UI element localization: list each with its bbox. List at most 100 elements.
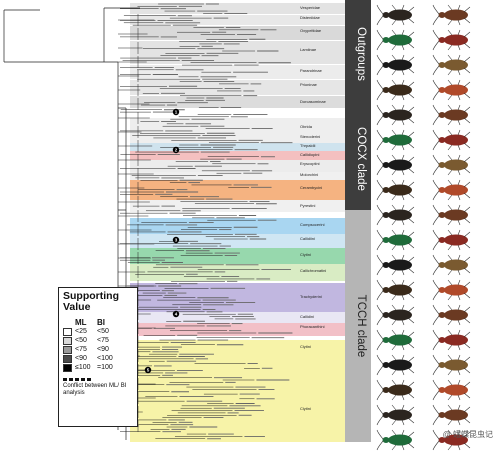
subfamily-label: Vesperidae bbox=[300, 5, 321, 10]
clade-box bbox=[130, 234, 362, 248]
beetle-icon bbox=[376, 29, 415, 51]
beetle-photo bbox=[376, 179, 416, 201]
clade-box bbox=[130, 96, 362, 108]
beetle-icon bbox=[432, 229, 471, 251]
legend-bi-value: <50 bbox=[97, 328, 109, 335]
beetle-icon bbox=[432, 179, 471, 201]
clade-bar-outgroups bbox=[345, 0, 371, 108]
subfamily-label: Thrpaldii bbox=[300, 143, 315, 148]
beetle-icon bbox=[376, 429, 415, 451]
subfamily-label: Phoracanthini bbox=[300, 324, 325, 329]
beetle-icon bbox=[376, 279, 415, 301]
beetle-photo bbox=[432, 29, 472, 51]
subfamily-label: Callidini bbox=[300, 314, 314, 319]
clade-box bbox=[130, 180, 362, 200]
clade-box bbox=[130, 80, 362, 95]
beetle-photo bbox=[432, 179, 472, 201]
beetle-icon bbox=[376, 304, 415, 326]
clade-box bbox=[130, 143, 362, 151]
beetle-photo bbox=[376, 79, 416, 101]
subfamily-label: Molorchini bbox=[300, 172, 318, 177]
beetle-icon bbox=[432, 79, 471, 101]
beetle-icon bbox=[432, 254, 471, 276]
legend-row: ≤100=100 bbox=[63, 363, 133, 372]
beetle-icon bbox=[432, 354, 471, 376]
beetle-icon bbox=[432, 129, 471, 151]
node-marker-3 bbox=[172, 236, 180, 244]
node-marker-1 bbox=[172, 108, 180, 116]
legend-row: <90<100 bbox=[63, 354, 133, 363]
legend-swatch bbox=[63, 327, 72, 336]
beetle-icon bbox=[376, 154, 415, 176]
beetle-icon bbox=[376, 379, 415, 401]
beetle-icon bbox=[432, 329, 471, 351]
subfamily-label: Compsocerini bbox=[300, 222, 325, 227]
legend-ml-value: <75 bbox=[75, 346, 87, 353]
clade-box bbox=[130, 312, 362, 323]
beetle-photo bbox=[376, 29, 416, 51]
clade-box bbox=[130, 200, 362, 212]
beetle-icon bbox=[432, 154, 471, 176]
clade-box bbox=[130, 3, 362, 14]
node-number: 3 bbox=[175, 238, 178, 243]
beetle-icon bbox=[376, 129, 415, 151]
subfamily-label: Pyrestini bbox=[300, 203, 315, 208]
subfamily-label: Cerambycini bbox=[300, 185, 322, 190]
beetle-icon bbox=[432, 4, 471, 26]
beetle-icon bbox=[432, 379, 471, 401]
beetle-icon bbox=[376, 229, 415, 251]
subfamily-label: Trachyderini bbox=[300, 294, 322, 299]
beetle-photo bbox=[432, 379, 472, 401]
subfamily-label: Eryscoptini bbox=[300, 161, 320, 166]
beetle-icon bbox=[432, 54, 471, 76]
beetle-icon bbox=[376, 254, 415, 276]
legend-swatch bbox=[63, 336, 72, 345]
beetle-photo bbox=[432, 54, 472, 76]
beetle-icon bbox=[432, 304, 471, 326]
beetle-photo bbox=[376, 329, 416, 351]
legend-title: Supporting Value bbox=[63, 290, 119, 313]
beetle-photo bbox=[376, 304, 416, 326]
beetle-icon bbox=[432, 279, 471, 301]
node-marker-2 bbox=[172, 146, 180, 154]
beetle-photo bbox=[376, 4, 416, 26]
subfamily-label: Callidiini bbox=[300, 236, 315, 241]
clade-box bbox=[130, 160, 362, 172]
tree-leaves bbox=[120, 3, 293, 440]
beetle-photo bbox=[432, 254, 472, 276]
beetle-icon bbox=[432, 404, 471, 426]
clade-highlight-boxes bbox=[130, 3, 362, 442]
beetle-photo bbox=[432, 204, 472, 226]
legend-ml-value: <90 bbox=[75, 355, 87, 362]
clade-box bbox=[130, 172, 362, 180]
beetle-icon bbox=[376, 404, 415, 426]
beetle-photo bbox=[376, 354, 416, 376]
legend-bi-value: <90 bbox=[97, 346, 109, 353]
clade-label-cocx: COCX clade bbox=[355, 127, 367, 191]
clade-box bbox=[130, 340, 362, 442]
clade-box bbox=[130, 15, 362, 25]
legend-conflict-text: Conflict between ML/ BI analysis bbox=[63, 383, 127, 396]
node-number: 2 bbox=[175, 148, 178, 153]
legend-bi-header: BI bbox=[97, 318, 105, 327]
beetle-icon bbox=[432, 204, 471, 226]
legend-swatch bbox=[63, 354, 72, 363]
beetle-photo bbox=[376, 429, 416, 451]
beetle-icon bbox=[376, 54, 415, 76]
legend-header: ML BI bbox=[63, 318, 133, 327]
beetle-icon bbox=[432, 104, 471, 126]
subfamily-label: Obrida bbox=[300, 124, 313, 129]
beetle-photo bbox=[376, 379, 416, 401]
node-number: 5 bbox=[147, 368, 150, 373]
legend-rows: <25<50<50<75<75<90<90<100≤100=100 bbox=[63, 327, 133, 372]
beetle-icon bbox=[376, 329, 415, 351]
conflict-dash-icon bbox=[63, 378, 133, 381]
clade-label-outgroups: Outgroups bbox=[355, 27, 367, 81]
subfamily-label: Callichromatini bbox=[300, 268, 326, 273]
node-marker-5 bbox=[144, 366, 152, 374]
legend-ml-header: ML bbox=[75, 318, 87, 327]
legend-ml-value: <50 bbox=[75, 337, 87, 344]
support-legend: Supporting Value ML BI <25<50<50<75<75<9… bbox=[58, 287, 138, 427]
clade-box bbox=[130, 26, 362, 40]
